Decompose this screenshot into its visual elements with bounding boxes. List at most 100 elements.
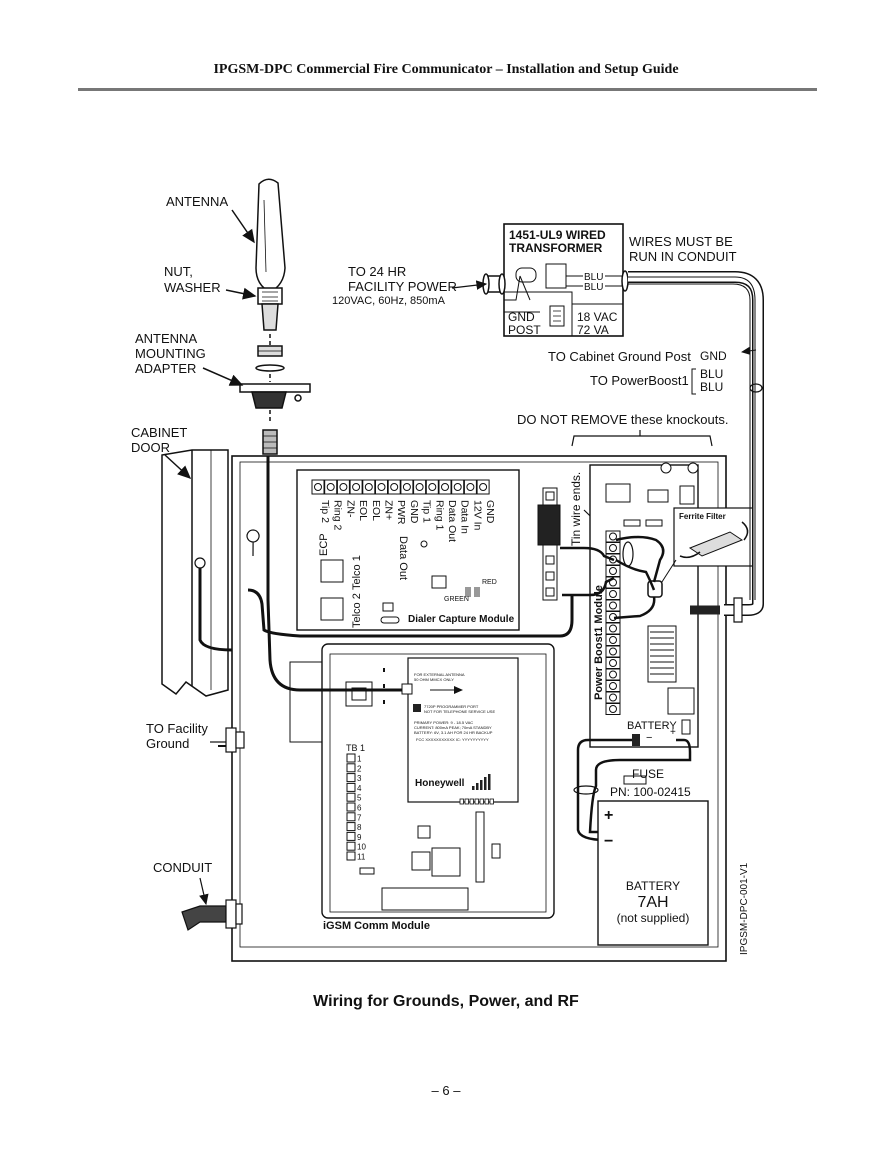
dialer-terminal-label: 12V In xyxy=(471,500,483,531)
cabinet-door-callout-line-1: CABINET xyxy=(131,425,187,440)
programmer-note-2: NOT FOR TELEPHONE SERVICE USE xyxy=(424,709,495,714)
dialer-terminal-label: GND xyxy=(408,500,420,524)
cabinet-door-callout-line-2: DOOR xyxy=(131,440,170,455)
signal-bar xyxy=(476,783,479,790)
status-led xyxy=(464,798,469,805)
telco2-label: Telco 2 xyxy=(351,593,363,628)
nut-washer-callout-line-2: WASHER xyxy=(164,280,221,295)
telco1-label: Telco 1 xyxy=(351,555,363,590)
igsm-comm-module xyxy=(289,643,555,919)
adapter-callout-line-3: ADAPTER xyxy=(135,361,196,376)
transformer-title-line-1: 1451-UL9 WIRED xyxy=(509,228,606,242)
status-led xyxy=(469,798,474,805)
dialer-terminal-label: Ring 2 xyxy=(332,500,344,531)
power-note-3: BATTERY: 6V, 3.1 AH FOR 24 HR BACKUP xyxy=(414,730,493,735)
antenna-note-1: FOR EXTERNAL ANTENNA xyxy=(414,672,465,677)
dialer-terminal-label: Tip 1 xyxy=(421,500,433,523)
tb1-terminal-number: 9 xyxy=(357,833,362,842)
part-number-callout: PN: 100-02415 xyxy=(610,785,691,799)
adapter-callout-line-2: MOUNTING xyxy=(135,346,206,361)
facility-power-cord xyxy=(451,270,629,295)
dialer-module-label: Dialer Capture Module xyxy=(408,614,515,625)
power-note-2: CURRENT: 800mA PEAK; 70mA STANDBY xyxy=(414,725,492,730)
page-header: IPGSM-DPC Commercial Fire Communicator –… xyxy=(213,62,679,77)
keyhole-slot xyxy=(246,529,260,557)
heatsink xyxy=(647,625,677,683)
cabinet-ground-post-callout: TO Cabinet Ground Post xyxy=(548,349,691,364)
tb1-terminal-number: 8 xyxy=(357,823,362,832)
signal-bar xyxy=(472,786,475,790)
transformer-title-line-2: TRANSFORMER xyxy=(509,241,603,255)
tin-wire-callout: Tin wire ends. xyxy=(569,472,583,546)
status-led xyxy=(479,798,484,805)
ferrite-filter-label: Ferrite Filter xyxy=(679,512,726,521)
wires-conduit-callout-line-2: RUN IN CONDUIT xyxy=(629,249,737,264)
cabinet-enclosure xyxy=(231,455,727,962)
dialer-terminal-label: Ring 1 xyxy=(433,500,445,531)
data-out-label: Data Out xyxy=(397,536,409,580)
dialer-terminal-label: Data In xyxy=(459,500,471,534)
battery-note: (not supplied) xyxy=(617,911,690,925)
antenna-callout: ANTENNA xyxy=(166,194,228,209)
red-led-label: RED xyxy=(482,579,497,586)
header-rule xyxy=(78,88,817,91)
transformer-va: 72 VA xyxy=(577,323,609,337)
facility-ground-connector xyxy=(210,727,245,753)
adapter-callout-line-1: ANTENNA xyxy=(135,331,197,346)
powerboost-battery-label: BATTERY xyxy=(627,720,677,732)
tb1-label: TB 1 xyxy=(346,743,365,753)
dialer-terminal-label: EOL xyxy=(370,500,382,521)
fuse-callout: FUSE xyxy=(632,767,664,781)
tb1-terminal-number: 10 xyxy=(357,843,366,852)
facility-power-callout-line-1: TO 24 HR xyxy=(348,264,406,279)
conduit-callout: CONDUIT xyxy=(153,860,212,875)
transformer-voltage: 18 VAC xyxy=(577,310,618,324)
programmer-note-1: 7720P PROGRAMMER PORT xyxy=(424,704,479,709)
tb1-terminal xyxy=(346,822,356,832)
signal-bar xyxy=(484,777,487,790)
dialer-terminal-label: Tip 2 xyxy=(319,500,331,523)
connector-strip xyxy=(537,487,561,601)
tb1-terminal-number: 3 xyxy=(357,774,362,783)
dialer-terminal-label: GND xyxy=(484,500,496,524)
gnd-wire-label: GND xyxy=(700,349,727,363)
status-led xyxy=(474,798,479,805)
dialer-terminal-label: ZN- xyxy=(344,500,356,518)
facility-ground-callout-line-2: Ground xyxy=(146,736,189,751)
facility-ground-callout-line-1: TO Facility xyxy=(146,721,208,736)
battery-negative: − xyxy=(604,833,613,850)
transformer-blu-2: BLU xyxy=(584,282,603,293)
igsm-module-label: iGSM Comm Module xyxy=(323,920,430,932)
tb1-terminal xyxy=(346,753,356,763)
conduit-wire-run xyxy=(628,271,764,623)
wires-conduit-callout-line-1: WIRES MUST BE xyxy=(629,234,733,249)
gnd-post-line-1: GND xyxy=(508,310,535,324)
power-spec: 120VAC, 60Hz, 850mA xyxy=(332,295,446,307)
power-note-1: PRIMARY POWER: 9 - 18.5 VAC xyxy=(414,720,473,725)
conduit-fitting xyxy=(181,899,243,931)
ferrite-filter-callout xyxy=(673,507,757,567)
gnd-post-line-2: POST xyxy=(508,323,541,337)
blu-wire-label-2: BLU xyxy=(700,380,723,394)
cabinet-door xyxy=(161,449,229,697)
tb1-terminal xyxy=(346,802,356,812)
tb1-terminal-number: 1 xyxy=(357,755,362,764)
knockouts-callout: DO NOT REMOVE these knockouts. xyxy=(517,412,728,427)
battery-capacity: 7AH xyxy=(637,894,668,911)
facility-power-callout-line-2: FACILITY POWER xyxy=(348,279,457,294)
signal-bar xyxy=(480,780,483,790)
battery-plus-terminal: + xyxy=(670,727,676,738)
tb1-terminal-number: 5 xyxy=(357,794,362,803)
battery-label: BATTERY xyxy=(626,879,680,893)
tb1-terminal xyxy=(346,773,356,783)
dialer-terminal-label: ZN+ xyxy=(383,500,395,520)
battery-minus-terminal: − xyxy=(646,732,652,744)
tb1-terminal-number: 11 xyxy=(357,853,366,862)
tb1-terminal xyxy=(346,841,356,851)
battery-connector xyxy=(632,734,640,746)
green-led-label: GREEN xyxy=(444,596,469,603)
dialer-terminal-label: Data Out xyxy=(446,500,458,542)
status-led xyxy=(484,798,489,805)
